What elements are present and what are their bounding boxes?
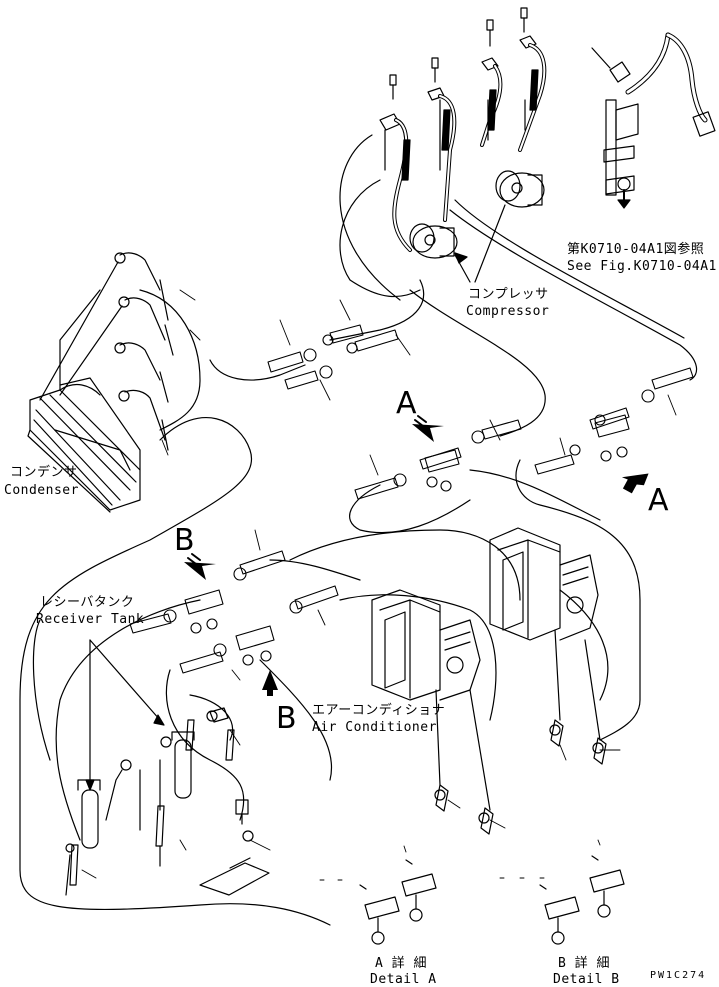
compressor-label-en: Compressor — [466, 304, 550, 319]
compressor-left — [410, 224, 457, 258]
compressor-hoses — [385, 45, 544, 250]
detail-b-valves — [540, 856, 624, 944]
callout-a-right: A — [648, 483, 669, 518]
air-conditioner-left — [372, 590, 480, 700]
detail-b-label-jp: B 詳 細 — [558, 956, 610, 971]
aircon-fittings — [435, 720, 606, 834]
detail-b-label-en: Detail B — [553, 972, 620, 987]
detail-a-valves — [360, 860, 436, 944]
callout-b-left: B — [174, 523, 195, 558]
detail-a-label-en: Detail A — [370, 972, 437, 987]
air-conditioner-label-en: Air Conditioner — [312, 720, 437, 735]
drawing-number: PW1C274 — [650, 970, 707, 981]
compressor-leader — [455, 205, 505, 282]
heater-hose-assembly — [592, 35, 715, 208]
receiver-tank — [66, 708, 269, 895]
part-leaders — [82, 290, 676, 880]
receiver-leader-2 — [90, 640, 160, 720]
air-conditioner-label-jp: エアーコンディショナ — [312, 703, 446, 718]
detail-a-label-jp: A 詳 細 — [375, 956, 427, 971]
see-fig-label-jp: 第K0710-04A1図参照 — [567, 242, 705, 257]
compressor-label-jp: コンプレッサ — [468, 287, 549, 302]
condenser-label-jp: コンデンサ — [10, 465, 78, 480]
receiver-tank-label-en: Receiver Tank — [36, 612, 145, 627]
see-fig-label-en: See Fig.K0710-04A1 — [567, 259, 717, 274]
condenser-label-en: Condenser — [4, 483, 79, 498]
callout-a-top: A — [396, 386, 417, 421]
receiver-tank-label-jp: レシーバタンク — [40, 595, 135, 610]
compressor-bolts — [380, 8, 536, 130]
aircon-hoses — [436, 630, 600, 810]
condenser — [28, 253, 173, 512]
refrigerant-lines — [20, 135, 697, 925]
callout-b-lower: B — [276, 701, 297, 736]
compressor-right — [496, 171, 544, 207]
air-conditioner-right — [490, 528, 598, 640]
view-arrows — [184, 416, 649, 696]
hose-fittings — [130, 325, 693, 673]
